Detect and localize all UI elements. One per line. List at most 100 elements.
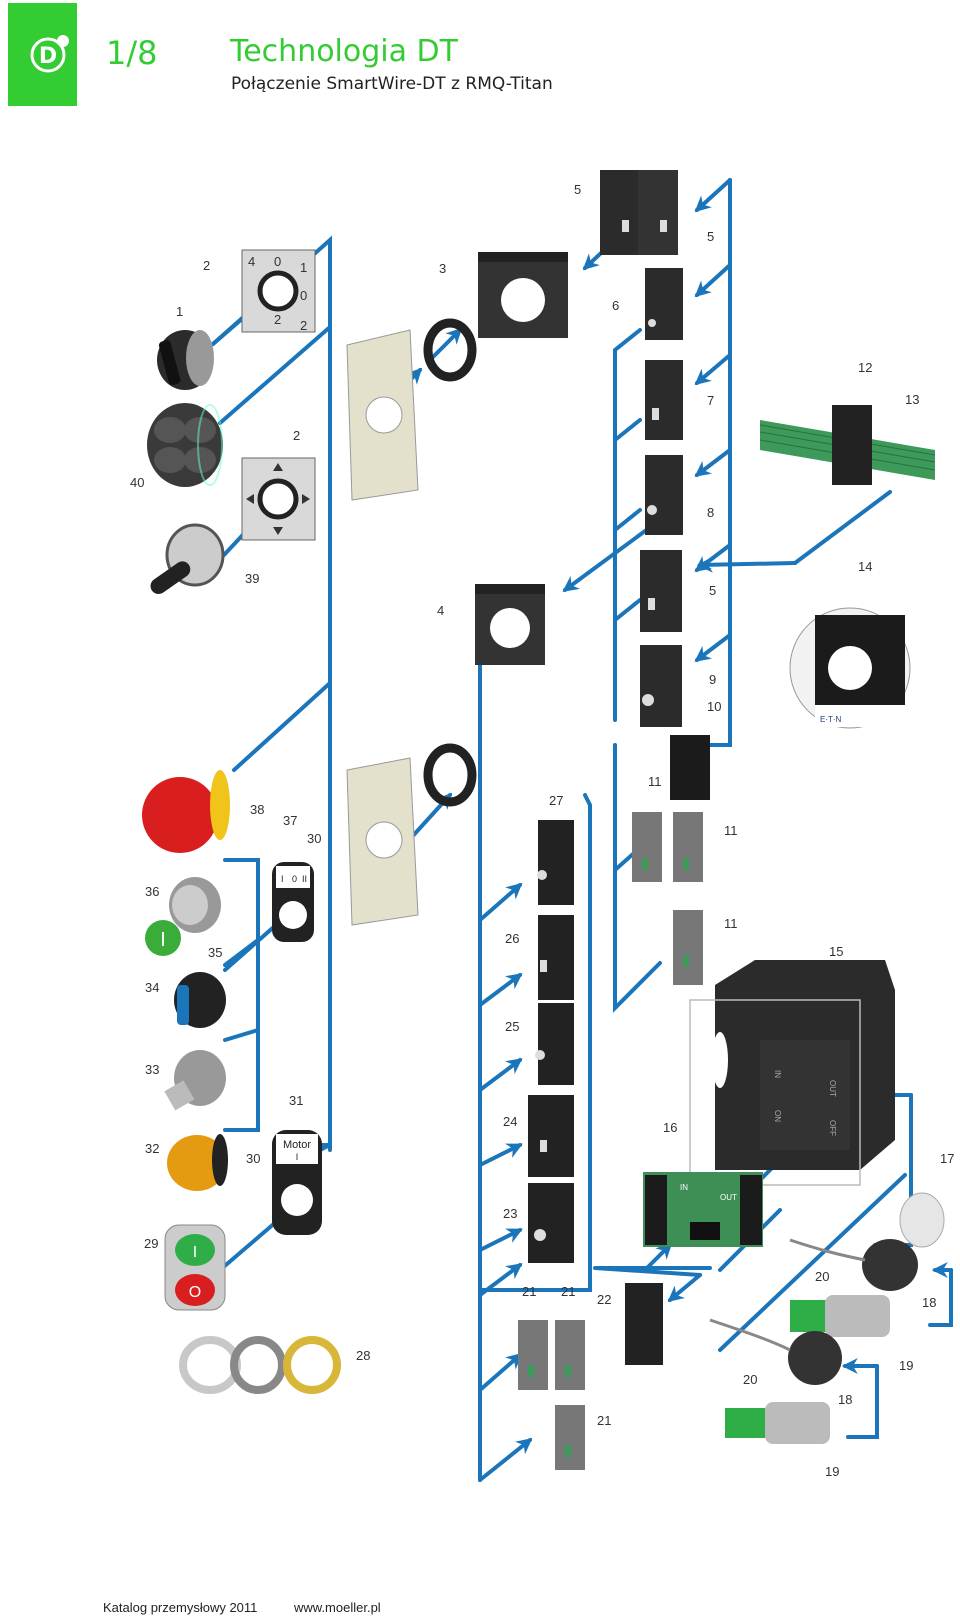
page-header: D 1/8 Technologia DT Połączenie SmartWir… [0, 0, 960, 110]
page-subtitle: Połączenie SmartWire-DT z RMQ-Titan [231, 74, 553, 94]
indicator-light-32 [167, 1134, 228, 1191]
connection-lines [211, 178, 953, 1482]
software-cd: E·T·N [789, 607, 911, 729]
mounting-plate-bottom [346, 757, 419, 926]
enclosure-15: IN OUT ON OFF [689, 960, 895, 1186]
part-label-21: 21 [561, 1284, 575, 1299]
part-label-18: 18 [922, 1295, 936, 1310]
module-out-label: OUT [720, 1193, 737, 1202]
enclosure-out-label: OUT [828, 1080, 837, 1097]
enclosure-off-label: OFF [828, 1120, 837, 1136]
part-label-32: 32 [145, 1141, 159, 1156]
part-label-29: 29 [144, 1236, 158, 1251]
exploded-assembly-diagram: 4 0 1 0 2 2 [130, 170, 954, 1482]
part-label-7: 7 [707, 393, 714, 408]
part-label-40: 40 [130, 475, 144, 490]
part-label-3: 3 [439, 261, 446, 276]
emergency-stop-button [142, 770, 230, 853]
part-label-11: 11 [724, 823, 738, 838]
contact-element-26 [538, 915, 574, 1000]
selector-switch-34 [174, 972, 226, 1028]
part-label-1: 1 [176, 304, 183, 319]
part-label-20: 20 [743, 1372, 757, 1387]
contact-element-23 [528, 1183, 574, 1263]
plug-19a-20a [790, 1295, 890, 1337]
key-switch-33 [164, 1050, 226, 1111]
part-label-23: 23 [503, 1206, 517, 1221]
joystick-lever [150, 523, 225, 595]
contact-element-27 [537, 820, 574, 905]
part-label-16: 16 [663, 1120, 677, 1135]
module-22 [625, 1283, 663, 1365]
plate-digit: 4 [248, 254, 255, 269]
selector-plate-arrows [241, 457, 316, 541]
four-way-button [147, 403, 223, 487]
double-button-top-symbol: I [193, 1244, 197, 1261]
part-label-5: 5 [707, 229, 714, 244]
fixing-adapter-4 [475, 584, 545, 665]
part-label-31: 31 [289, 1093, 303, 1108]
selector-plate-top: 4 0 1 0 2 2 [241, 249, 316, 333]
legend-37-right: II [302, 874, 307, 884]
brand-logo-box: D [8, 3, 77, 106]
terminating-resistor-10 [670, 735, 710, 800]
part-label-26: 26 [505, 931, 519, 946]
part-label-37: 37 [283, 813, 297, 828]
function-element-6 [645, 268, 683, 340]
plate-digit: 1 [300, 260, 307, 275]
part-label-18: 18 [838, 1392, 852, 1407]
part-label-13: 13 [905, 392, 919, 407]
part-label-25: 25 [505, 1019, 519, 1034]
function-element-9 [640, 645, 682, 727]
logo-letter: D [39, 44, 57, 69]
legend-37-mid: 0 [292, 874, 297, 884]
contact-module-11b [673, 812, 703, 882]
double-pushbutton-29: I O [164, 1224, 226, 1311]
part-label-30: 30 [307, 831, 321, 846]
part-label-5: 5 [709, 583, 716, 598]
green-button-symbol: I [160, 929, 166, 951]
legend-37-left: I [281, 874, 284, 884]
ring-nut-top [423, 318, 477, 382]
page-footer: Katalog przemysłowy 2011 www.moeller.pl [0, 1598, 960, 1623]
cable-gland-17 [899, 1192, 945, 1248]
contact-element-21b [555, 1320, 585, 1390]
contact-element-25 [535, 1003, 574, 1085]
part-label-35: 35 [208, 945, 222, 960]
website-link[interactable]: www.moeller.pl [294, 1600, 381, 1615]
part-label-5: 5 [574, 182, 581, 197]
part-label-14: 14 [858, 559, 872, 574]
contact-module-11c [673, 910, 703, 985]
legend-holder-31: Motor I [272, 1130, 322, 1235]
legend-31-line2: I [296, 1152, 299, 1162]
connector-18b [709, 1318, 842, 1385]
legend-31-line1: Motor [283, 1139, 311, 1151]
part-label-33: 33 [145, 1062, 159, 1077]
part-label-30: 30 [246, 1151, 260, 1166]
part-label-21: 21 [522, 1284, 536, 1299]
mounting-plate-top [346, 329, 419, 501]
plate-digit: 0 [300, 288, 307, 303]
part-label-19: 19 [899, 1358, 913, 1373]
double-button-bottom-symbol: O [189, 1284, 201, 1301]
plug-19b-20b [725, 1402, 830, 1444]
part-label-11: 11 [648, 774, 662, 789]
connector-18a [789, 1238, 918, 1291]
contact-element-21c [555, 1405, 585, 1470]
part-label-2: 2 [293, 428, 300, 443]
contact-element-24 [528, 1095, 574, 1177]
enclosure-on-label: ON [773, 1110, 782, 1122]
io-module-16: IN OUT [643, 1172, 763, 1247]
part-label-38: 38 [250, 802, 264, 817]
front-rings-28 [179, 1336, 341, 1394]
page-title: Technologia DT [230, 34, 458, 69]
module-in-label: IN [680, 1183, 688, 1192]
function-element-8 [645, 455, 683, 535]
part-label-4: 4 [437, 603, 444, 618]
flat-cable-ribbon [759, 405, 936, 485]
legend-holder-37: I 0 II [272, 862, 314, 942]
function-element-5 [640, 550, 682, 632]
part-label-11: 11 [724, 916, 738, 931]
part-label-36: 36 [145, 884, 159, 899]
part-label-24: 24 [503, 1114, 517, 1129]
